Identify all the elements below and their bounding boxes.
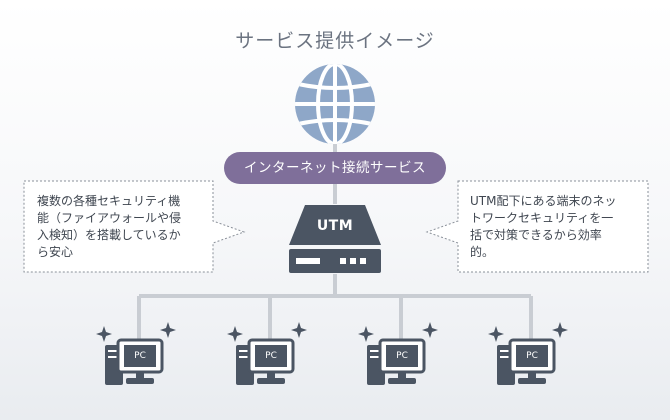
sparkle-icon bbox=[358, 326, 374, 342]
sparkle-icon bbox=[96, 326, 112, 342]
pc-icon bbox=[367, 338, 426, 385]
pc-label: PC bbox=[134, 351, 146, 361]
pc-icon bbox=[236, 338, 295, 385]
sparkle-icon bbox=[160, 322, 176, 338]
pc-label: PC bbox=[526, 351, 538, 361]
sparkle-icon bbox=[488, 326, 504, 342]
left-note-bubble bbox=[23, 180, 246, 273]
sparkle-icon bbox=[291, 322, 307, 338]
pc-icon bbox=[497, 338, 556, 385]
pc-label: PC bbox=[265, 351, 277, 361]
globe-icon bbox=[295, 64, 375, 144]
network-connectors bbox=[137, 142, 533, 340]
sparkle-icon bbox=[422, 322, 438, 338]
utm-label: UTM bbox=[316, 218, 354, 234]
internet-service-badge: インターネット接続サービス bbox=[224, 152, 446, 184]
pc-label: PC bbox=[396, 351, 408, 361]
right-note-bubble bbox=[425, 180, 649, 273]
utm-appliance-icon bbox=[289, 205, 381, 273]
sparkle-icon bbox=[227, 326, 243, 342]
sparkle-icon bbox=[552, 322, 568, 338]
diagram-title: サービス提供イメージ bbox=[235, 30, 435, 52]
pc-icon bbox=[105, 338, 164, 385]
left-note-text: 複数の各種セキュリティ機 能（ファイアウォールや侵 入検知）を搭載しているか ら… bbox=[37, 194, 182, 259]
right-note-text: UTM配下にある端末のネッ トワークセキュリティを一 括で対策できるから効率 的… bbox=[470, 194, 617, 259]
